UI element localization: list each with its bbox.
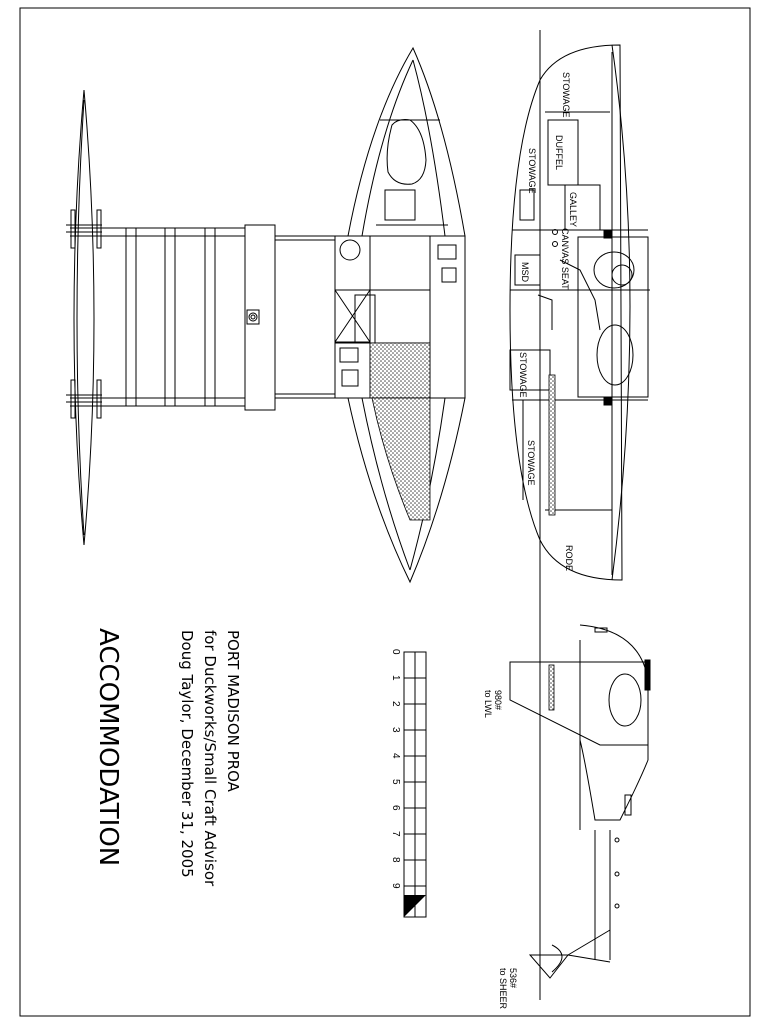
label-msd: MSD (520, 262, 530, 283)
sheet-title: ACCOMMODATION (93, 628, 123, 866)
hull-end-view (509, 624, 651, 979)
ama-plan-view (66, 89, 102, 546)
weight-sheer-value: 536# (508, 968, 518, 988)
scale-ticks: 0 1 2 3 4 5 6 7 8 9 (390, 649, 426, 889)
mast-step-icon (246, 309, 260, 325)
scale-tick-label: 8 (390, 857, 401, 863)
label-stowage-mid-fwd: STOWAGE (527, 148, 537, 194)
label-stowage-mid-aft: STOWAGE (518, 352, 528, 398)
side-profile-hatched-strip (548, 374, 556, 516)
label-stowage-aft: STOWAGE (526, 440, 536, 486)
sheet-border (19, 7, 751, 1017)
main-hull-plan-view (347, 46, 466, 584)
cockpit-hatched-area (369, 342, 431, 399)
label-stowage-fwd: STOWAGE (561, 72, 571, 118)
side-profile-labels: STOWAGE DUFFEL STOWAGE GALLEY CANVAS SEA… (518, 72, 578, 571)
label-duffel: DUFFEL (554, 135, 564, 170)
label-canvas-seat: CANVAS SEAT (560, 228, 570, 290)
author-date-line: Doug Taylor, December 31, 2005 (178, 630, 196, 878)
project-name: PORT MADISON PROA (224, 630, 242, 793)
scale-tick-label: 0 (390, 649, 401, 655)
hull-hatched-area (371, 397, 431, 521)
scale-tick-label: 5 (390, 779, 401, 785)
weight-annotations: 980# to LWL 536# to SHEER (483, 690, 518, 1010)
weight-sheer-note: to SHEER (498, 968, 508, 1010)
client-line: for Duckworks/Small Craft Advisor (201, 630, 219, 887)
scale-tick-label: 2 (390, 701, 401, 707)
hull-side-profile (509, 30, 650, 1000)
label-galley: GALLEY (568, 192, 578, 227)
end-view-hatched-strip (548, 664, 555, 711)
label-rode: RODE (564, 545, 574, 571)
scale-tick-label: 1 (390, 675, 401, 681)
weight-lwl-value: 980# (493, 690, 503, 710)
scale-tick-label: 3 (390, 727, 401, 733)
scale-tick-label: 9 (390, 883, 401, 889)
title-block: PORT MADISON PROA for Duckworks/Small Cr… (93, 628, 242, 887)
weight-lwl-note: to LWL (483, 690, 493, 718)
scale-tick-label: 7 (390, 831, 401, 837)
scale-tick-label: 4 (390, 753, 401, 759)
akas-and-platform (70, 224, 466, 411)
scale-tick-label: 6 (390, 805, 401, 811)
scale-bar: 0 1 2 3 4 5 6 7 8 9 (390, 649, 427, 918)
